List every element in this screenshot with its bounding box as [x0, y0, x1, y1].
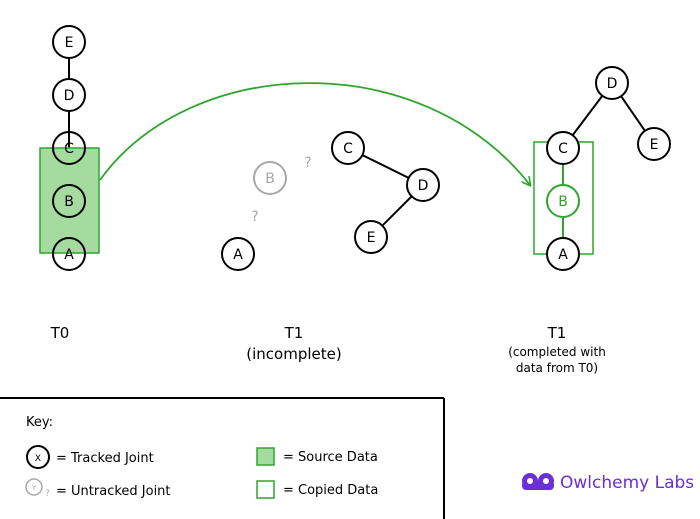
- t0-node-b: B: [52, 184, 86, 218]
- t1c-node-a: A: [546, 237, 580, 271]
- svg-text:B: B: [265, 171, 275, 187]
- key-copied-swatch: [256, 480, 275, 499]
- t0-node-c: C: [52, 131, 86, 165]
- caption-t1-incomplete: T1: [284, 324, 304, 342]
- t1c-node-b-copied: B: [546, 184, 580, 218]
- key-untracked-joint-symbol: Y ?: [25, 478, 50, 499]
- question-mark-bottom: ?: [251, 209, 258, 225]
- brand-name: Owlchemy Labs: [560, 473, 694, 493]
- t1c-node-e: E: [637, 127, 671, 161]
- caption-t1-incomplete-sub: (incomplete): [246, 345, 341, 363]
- svg-text:C: C: [558, 141, 568, 157]
- t0-tree: E D C B A: [39, 25, 100, 271]
- svg-text:A: A: [64, 247, 74, 263]
- t1i-node-e: E: [354, 220, 388, 254]
- svg-text:B: B: [558, 194, 568, 210]
- svg-text:?: ?: [45, 489, 50, 499]
- svg-text:D: D: [607, 76, 618, 92]
- t1i-node-a: A: [221, 237, 255, 271]
- t1i-node-c: C: [331, 131, 365, 165]
- caption-t1-completed-sub-2: data from T0): [516, 361, 598, 375]
- t1-completed-tree: D C E B A: [533, 66, 671, 271]
- source-data-box: [39, 147, 100, 254]
- owl-logo-icon: [522, 473, 554, 490]
- caption-t0: T0: [50, 324, 70, 342]
- t0-node-e: E: [52, 25, 86, 59]
- t0-node-d: D: [52, 78, 86, 112]
- svg-text:E: E: [65, 35, 74, 51]
- svg-text:C: C: [64, 141, 74, 157]
- t1i-node-d: D: [406, 168, 440, 202]
- key-copied-label: = Copied Data: [283, 483, 378, 498]
- t0-node-a: A: [52, 237, 86, 271]
- svg-text:Y: Y: [31, 484, 37, 492]
- svg-text:X: X: [35, 454, 41, 464]
- key-source-label: = Source Data: [283, 450, 378, 465]
- key-tracked-label: = Tracked Joint: [56, 451, 154, 466]
- svg-text:D: D: [418, 178, 429, 194]
- caption-t1-completed-sub-1: (completed with: [508, 345, 606, 359]
- t1c-node-c: C: [546, 131, 580, 165]
- t1c-node-d: D: [595, 66, 629, 100]
- question-mark-top: ?: [304, 155, 311, 171]
- t1i-node-b-untracked: B: [253, 161, 287, 195]
- transfer-arrow: [99, 82, 530, 185]
- key-untracked-label: = Untracked Joint: [56, 484, 171, 499]
- svg-text:C: C: [343, 141, 353, 157]
- caption-t1-completed: T1: [547, 324, 567, 342]
- svg-text:A: A: [233, 247, 243, 263]
- svg-text:E: E: [367, 230, 376, 246]
- svg-text:D: D: [64, 88, 75, 104]
- svg-text:A: A: [558, 247, 568, 263]
- svg-text:E: E: [650, 137, 659, 153]
- svg-text:B: B: [64, 194, 74, 210]
- t1-incomplete-tree: C D E B A ? ?: [221, 131, 440, 271]
- key-source-swatch: [256, 447, 275, 466]
- key-tracked-joint-symbol: X: [26, 445, 50, 469]
- key-legend: Key: X = Tracked Joint Y ? = Untracked J…: [0, 397, 445, 519]
- key-title: Key:: [26, 415, 53, 430]
